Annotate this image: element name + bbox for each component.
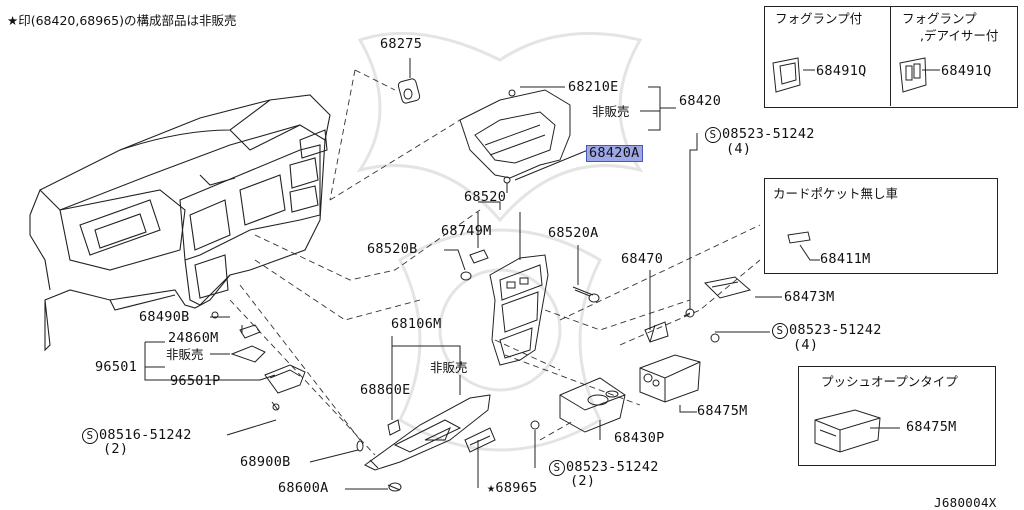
label-96501P: 96501P — [170, 373, 221, 389]
label-bolt-3-qty: (2) — [103, 441, 129, 457]
label-68491Q-b: 68491Q — [941, 63, 992, 79]
label-68420: 68420 — [679, 93, 722, 109]
label-68965: ★68965 — [487, 480, 538, 496]
fog-col1-header: フォグランプ付 — [775, 11, 863, 26]
part-bolt-left — [272, 402, 280, 411]
diagram-code: J680004X — [934, 495, 997, 510]
label-96501: 96501 — [95, 359, 138, 375]
bolt-3-number: 08516-51242 — [99, 427, 192, 443]
part-bolt-right-upper — [684, 308, 695, 318]
part-68749M — [470, 250, 488, 263]
part-68473M-pocket — [705, 277, 750, 298]
label-68210E: 68210E — [568, 79, 619, 95]
label-68600A: 68600A — [278, 480, 329, 496]
part-96501P-box — [265, 365, 305, 393]
label-68275: 68275 — [380, 36, 423, 52]
bolt-4-number: 08523-51242 — [566, 459, 659, 475]
card-pocket-title: カードポケット無し車 — [773, 186, 899, 201]
part-68411M — [788, 232, 810, 243]
part-bolt-bottom — [530, 420, 540, 430]
label-68520B: 68520B — [367, 241, 418, 257]
label-68475M-push: 68475M — [906, 419, 957, 435]
leader-lines — [145, 58, 940, 489]
fog-col2-header-line2: ,デアイサー付 — [920, 28, 999, 43]
label-68491Q-a: 68491Q — [816, 63, 867, 79]
label-68411M: 68411M — [820, 251, 871, 267]
bolt-2-number: 08523-51242 — [789, 322, 882, 338]
note-not-for-sale: ★印(68420,68965)の構成部品は非販売 — [7, 13, 237, 28]
fog-table-divider — [890, 6, 891, 106]
label-68475M: 68475M — [697, 403, 748, 419]
screw-symbol-icon: S — [549, 460, 565, 476]
dashed-leaders — [230, 70, 760, 455]
label-68106M: 68106M — [391, 316, 442, 332]
part-68106M-lower-panel — [365, 395, 490, 470]
label-68490B: 68490B — [139, 309, 190, 325]
part-68491Q-a — [773, 58, 800, 92]
label-hibai-3: 非販売 — [430, 360, 468, 375]
bolt-1-number: 08523-51242 — [722, 126, 815, 142]
label-24860M: 24860M — [168, 330, 219, 346]
part-68965-cover — [465, 428, 495, 452]
fog-col2-header-line1: フォグランプ — [902, 11, 977, 26]
screw-symbol-icon: S — [772, 323, 788, 339]
part-68491Q-b — [900, 58, 926, 92]
label-68473M: 68473M — [784, 289, 835, 305]
fog-lamp-table — [764, 6, 1018, 108]
part-24860M-switch — [232, 325, 265, 362]
part-68475M-box — [640, 355, 700, 402]
part-68470-bracket — [645, 322, 668, 342]
label-68520: 68520 — [464, 189, 507, 205]
dashboard-panel — [30, 95, 330, 350]
part-68490B-clip — [211, 311, 219, 319]
push-open-box — [798, 366, 996, 466]
label-68900B: 68900B — [240, 454, 291, 470]
label-bolt-1-qty: (4) — [726, 141, 752, 157]
label-68420A-highlighted: 68420A — [586, 145, 643, 162]
part-68420-cluster-bezel — [460, 90, 570, 193]
card-pocket-box — [764, 178, 998, 274]
part-68275 — [397, 78, 420, 104]
part-68520B-clip — [461, 272, 471, 280]
label-68520A: 68520A — [548, 225, 599, 241]
screw-symbol-icon: S — [82, 428, 98, 444]
label-hibai-2: 非販売 — [166, 347, 204, 362]
part-68900B-clip — [357, 441, 363, 451]
label-bolt-2-qty: (4) — [793, 337, 819, 353]
part-bolt-right-lower — [710, 333, 720, 343]
label-68749M: 68749M — [441, 223, 492, 239]
part-68520-center-bezel — [490, 255, 548, 365]
part-68520A-screw — [573, 287, 599, 302]
label-68430P: 68430P — [614, 430, 665, 446]
part-68430P-ashtray — [560, 378, 625, 432]
part-68860E-clip — [388, 420, 400, 435]
push-open-title: プッシュオープンタイプ — [821, 374, 958, 389]
part-68600A-screw — [388, 483, 401, 491]
label-68860E: 68860E — [360, 382, 411, 398]
label-hibai-1: 非販売 — [592, 104, 630, 119]
label-bolt-4-qty: (2) — [570, 473, 596, 489]
part-68475M-push — [815, 410, 880, 452]
label-68470: 68470 — [621, 251, 664, 267]
screw-symbol-icon: S — [705, 127, 721, 143]
